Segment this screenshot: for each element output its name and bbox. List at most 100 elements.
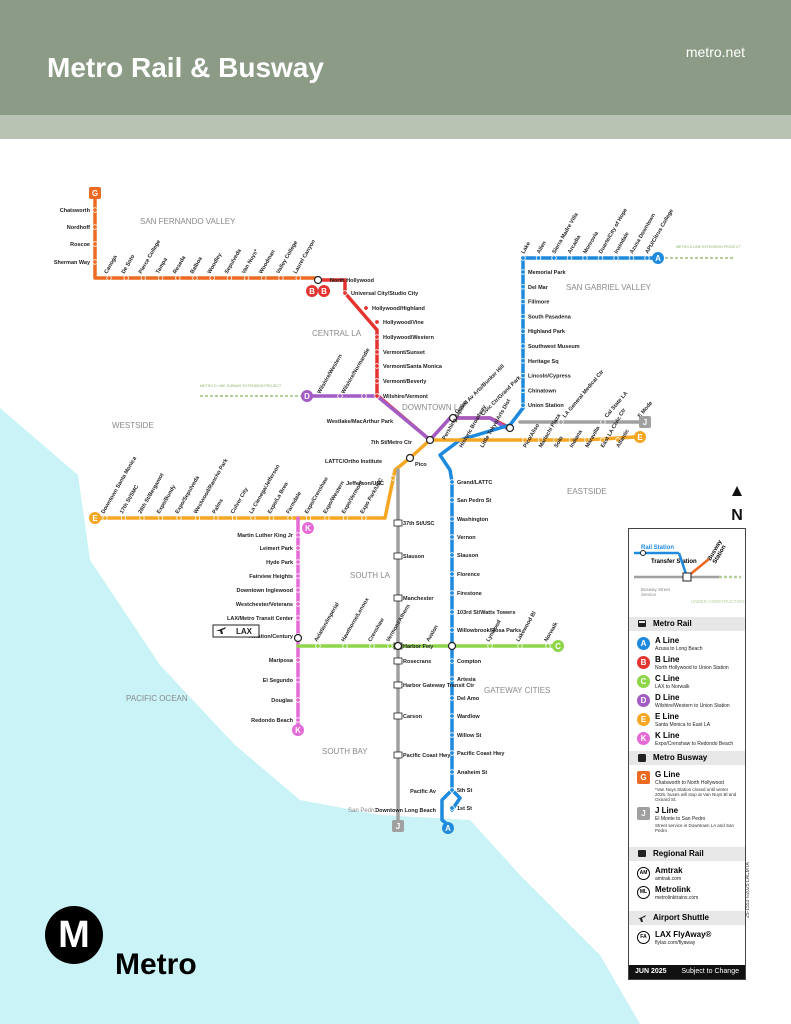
station-dot <box>120 515 127 521</box>
line-badge-a <box>652 252 664 264</box>
line-badge-letter: B <box>309 287 315 296</box>
station-dot <box>337 393 343 399</box>
station-label: 17th St/SMC <box>119 484 140 515</box>
station-label: Willowbrook/Rosa Parks <box>457 628 521 634</box>
train-icon <box>637 849 647 859</box>
station-label: North Hollywood <box>330 278 374 284</box>
station-label: El Segundo <box>263 678 294 684</box>
station-dot <box>194 515 201 521</box>
station-dot <box>295 532 301 538</box>
station-dot <box>449 658 455 664</box>
station-dot <box>261 275 267 281</box>
station-label: 103rd St/Watts Towers <box>457 610 515 616</box>
station-label: Jefferson/USC <box>346 481 384 487</box>
station-label: Chinatown <box>528 388 557 394</box>
station-dot <box>522 437 528 443</box>
station-dot <box>295 559 301 565</box>
station-dot <box>520 358 526 364</box>
station-label: Anaheim St <box>457 770 487 776</box>
legend-section-metro-rail: Metro Rail <box>629 617 745 631</box>
line-badge-letter: G <box>92 189 98 198</box>
station-label: Wardlow <box>457 714 480 720</box>
station-label: Vernon <box>457 535 476 541</box>
station-dot <box>92 224 98 230</box>
station-dot <box>92 259 98 265</box>
station-markers <box>92 207 650 811</box>
header-subband <box>0 115 791 139</box>
station-label: Hollywood/Highland <box>372 306 425 312</box>
legend-line-name: C Line <box>655 674 680 683</box>
station-dot <box>613 255 619 261</box>
station-dot <box>295 657 301 663</box>
legend-line-desc: Expo/Crenshaw to Redondo Beach <box>655 741 734 747</box>
legend-line-name: E Line <box>655 712 680 721</box>
station-dot <box>387 643 393 649</box>
station-label: Del Mar <box>528 285 549 291</box>
station-label: Aviation/Century <box>249 634 294 640</box>
station-dot <box>361 393 367 399</box>
legend-footer: JUN 2025 Subject to Change <box>629 965 745 979</box>
station-label: Lincoln/Cypress <box>528 374 571 380</box>
station-label: Woodman <box>258 249 277 275</box>
station-dot <box>545 643 551 649</box>
metro-wordmark: Metro <box>115 948 197 981</box>
station-dot <box>192 275 198 281</box>
station-label: Downtown Santa Monica <box>101 455 139 515</box>
station-dot <box>361 515 367 521</box>
station-label: Duarte/City of Hope <box>598 208 629 255</box>
line-badge-j <box>392 820 404 832</box>
airplane-icon <box>637 913 647 923</box>
station-label: Van Nuys* <box>241 248 260 275</box>
extension-lines <box>200 257 735 397</box>
station-label: Redondo Beach <box>251 718 294 724</box>
station-label: Westchester/Veterans <box>236 602 293 608</box>
station-label: Pacific Coast Hwy <box>457 751 505 757</box>
station-dot <box>568 437 575 443</box>
line-badge-letter: J <box>396 822 400 831</box>
transfer-willowbrook <box>447 641 457 651</box>
station-label: Memorial Park <box>528 270 567 276</box>
station-label: Slauson <box>457 553 479 559</box>
station-dot <box>250 515 256 521</box>
station-label: Avalon <box>426 624 441 643</box>
d-line-badge: D <box>637 694 650 707</box>
busway-station <box>393 681 403 689</box>
station-label: Sherman Way <box>54 260 91 266</box>
station-label: Wilshire/Vermont <box>383 394 428 400</box>
station-dot <box>295 697 301 703</box>
station-dot <box>157 515 164 521</box>
station-dot <box>535 255 542 261</box>
station-dot <box>449 479 455 485</box>
station-dot <box>449 695 455 701</box>
station-dot <box>449 769 455 775</box>
legend-section-regional-rail: Regional Rail <box>629 847 745 861</box>
station-dot <box>315 643 321 649</box>
station-label: 1st St <box>457 806 472 812</box>
station-dot <box>599 437 606 443</box>
station-dot <box>374 319 380 325</box>
station-dot <box>157 275 164 281</box>
station-label: Pacific Coast Hwy <box>403 753 451 759</box>
station-dot <box>517 643 523 649</box>
site-link[interactable]: metro.net <box>685 44 745 60</box>
legend-line-desc: North Hollywood to Union Station <box>655 665 729 671</box>
transfer-7th-metro <box>425 435 435 445</box>
station-dot <box>243 275 250 281</box>
station-dot <box>295 615 301 621</box>
station-dot <box>92 241 98 247</box>
station-dot <box>287 515 293 521</box>
station-label: Willow St <box>457 733 482 739</box>
station-dot <box>520 255 526 261</box>
station-label: Downtown Long Beach <box>375 808 436 814</box>
station-dot <box>295 587 301 593</box>
region-label-sanpedro: San Pedro <box>348 808 377 814</box>
station-label: Carson <box>403 714 423 720</box>
busway-station <box>393 712 403 720</box>
station-dot <box>139 515 145 521</box>
a-line-badge: A <box>637 637 650 650</box>
station-dot <box>374 363 380 369</box>
station-dot <box>209 275 215 281</box>
station-label: Pacific Av <box>410 789 437 795</box>
